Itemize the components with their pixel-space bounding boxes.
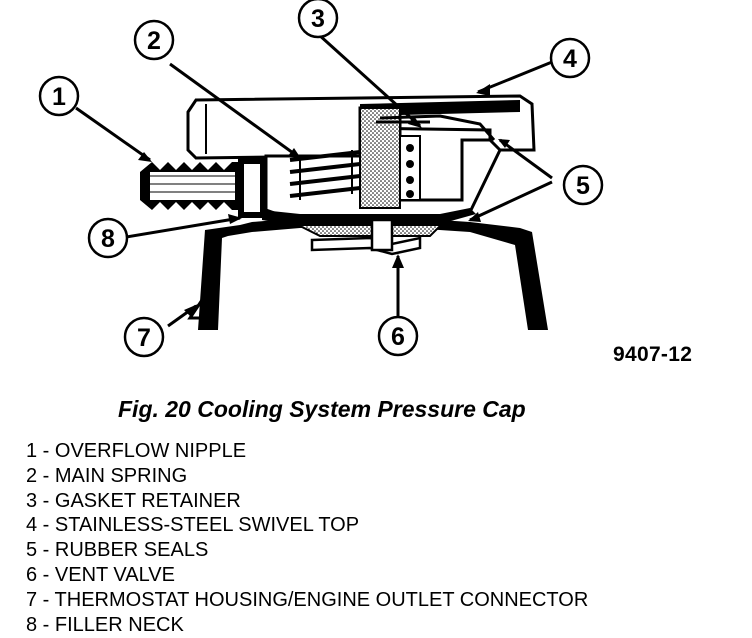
vent-valve — [310, 218, 422, 256]
parts-legend: 1 - OVERFLOW NIPPLE 2 - MAIN SPRING 3 - … — [26, 439, 588, 637]
callout-2: 2 — [133, 19, 175, 61]
legend-item: 5 - RUBBER SEALS — [26, 539, 209, 562]
callout-label: 1 — [52, 83, 66, 111]
arrowheads — [138, 84, 510, 318]
callout-5: 5 — [562, 164, 604, 206]
legend-item: 2 - MAIN SPRING — [26, 464, 188, 487]
callout-label: 7 — [137, 324, 151, 352]
overflow-nipple — [140, 158, 266, 218]
main-spring — [289, 150, 361, 200]
legend-item: 6 - VENT VALVE — [26, 563, 175, 586]
callout-label: 4 — [563, 45, 577, 73]
callout-label: 3 — [311, 5, 325, 33]
leader-lines — [75, 32, 553, 328]
legend-item: 4 - STAINLESS-STEEL SWIVEL TOP — [26, 514, 360, 537]
legend-item: 7 - THERMOSTAT HOUSING/ENGINE OUTLET CON… — [26, 588, 589, 611]
figure-caption: Fig. 20 Cooling System Pressure Cap — [118, 396, 526, 422]
legend-item: 8 - FILLER NECK — [26, 613, 184, 636]
callout-3: 3 — [297, 0, 339, 39]
callout-label: 5 — [576, 172, 590, 200]
callout-1: 1 — [38, 75, 80, 117]
callout-label: 2 — [147, 27, 161, 55]
callout-label: 8 — [101, 225, 115, 253]
callout-6: 6 — [377, 315, 419, 357]
legend-item: 1 - OVERFLOW NIPPLE — [26, 440, 247, 462]
callout-8: 8 — [87, 217, 129, 259]
callout-4: 4 — [549, 37, 591, 79]
callout-label: 6 — [391, 323, 405, 351]
figure-code: 9407-12 — [613, 343, 693, 366]
pressure-cap-diagram: 1 2 3 4 5 6 7 8 — [38, 0, 604, 358]
callout-7: 7 — [123, 316, 165, 358]
legend-item: 3 - GASKET RETAINER — [26, 489, 241, 512]
